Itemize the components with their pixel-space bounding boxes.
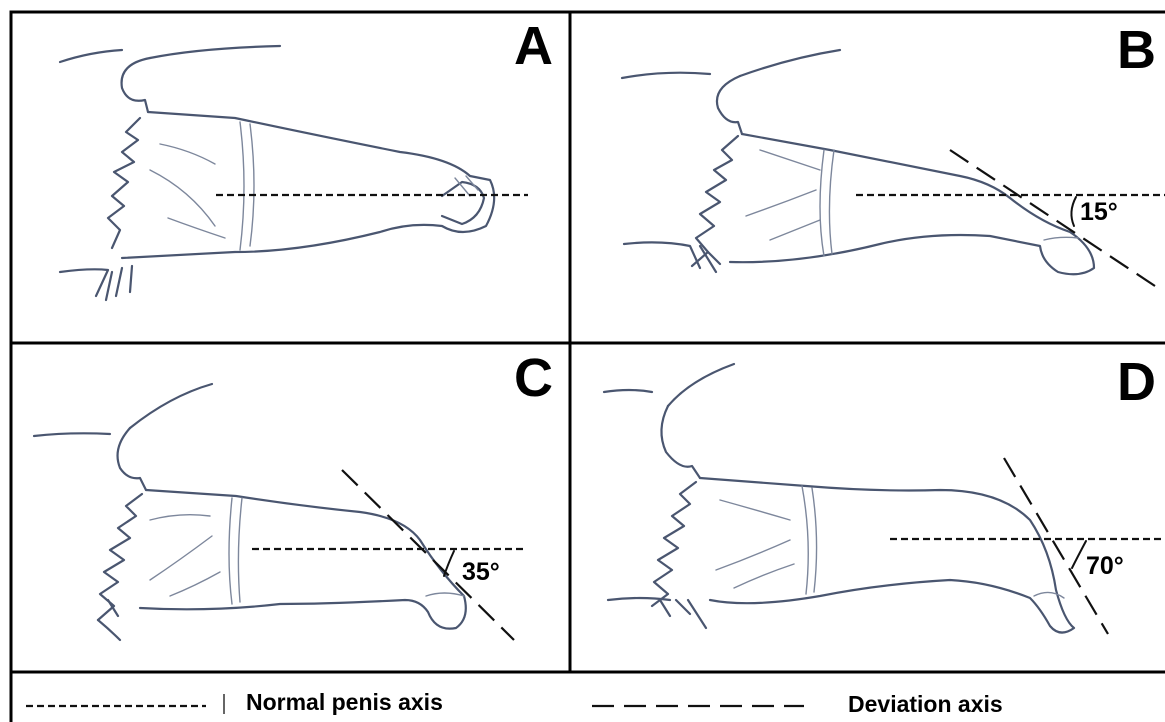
panel-d-letter: D xyxy=(1117,352,1156,412)
panel-c-angle-arc xyxy=(444,551,454,576)
figure-frame xyxy=(11,12,1165,722)
panel-a-sketch xyxy=(60,46,494,300)
panel-d: D 70° xyxy=(604,352,1165,634)
panel-b-angle-arc xyxy=(1071,197,1076,226)
panel-c-letter: C xyxy=(514,348,553,408)
panel-d-sketch xyxy=(604,364,1074,633)
panel-b-letter: B xyxy=(1117,20,1156,80)
panel-c-angle-label: 35° xyxy=(462,558,500,586)
panel-d-angle-arc xyxy=(1072,541,1086,568)
legend-deviation-axis-label: Deviation axis xyxy=(848,691,1003,717)
panel-b: B 15° xyxy=(622,20,1165,288)
panel-b-sketch xyxy=(622,50,1094,274)
legend: Normal penis axis Deviation axis xyxy=(26,689,1003,717)
legend-normal-axis-label: Normal penis axis xyxy=(246,689,443,715)
panel-c-sketch xyxy=(34,384,466,640)
panel-d-angle-label: 70° xyxy=(1086,552,1124,580)
panel-b-angle-label: 15° xyxy=(1080,198,1118,226)
panel-d-deviation-axis xyxy=(1004,458,1108,634)
panel-a-letter: A xyxy=(514,16,553,76)
panel-b-deviation-axis xyxy=(950,150,1158,288)
panel-a: A xyxy=(60,16,553,300)
panel-c: C 35° xyxy=(34,348,553,640)
